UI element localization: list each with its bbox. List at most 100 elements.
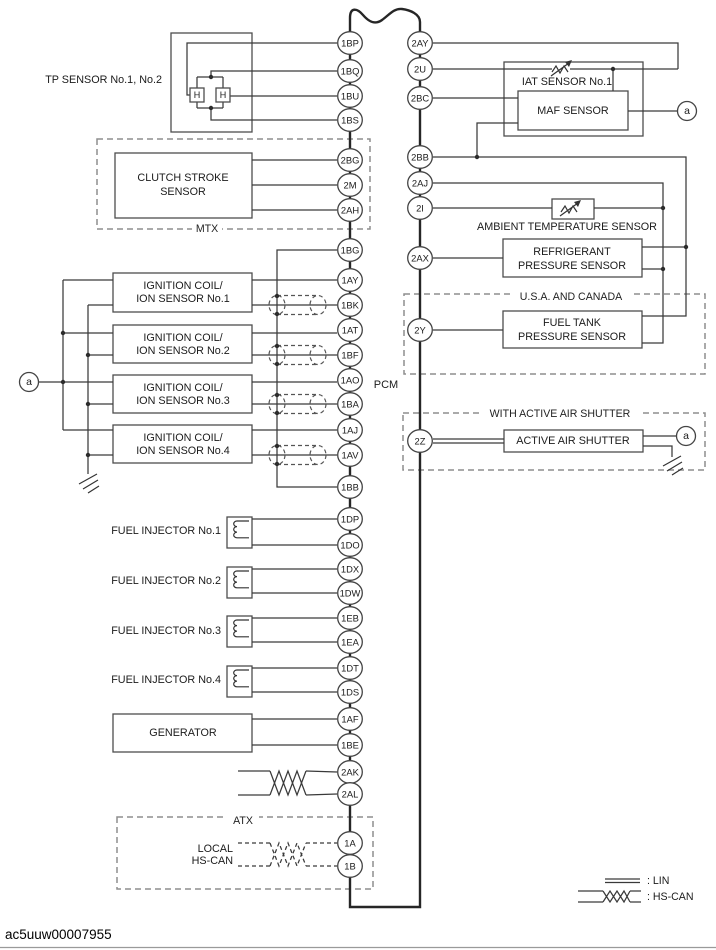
active-air-shutter-box xyxy=(503,429,644,453)
svg-text:2BG: 2BG xyxy=(341,155,360,166)
fuel-tank-label-2: PRESSURE SENSOR xyxy=(518,331,626,343)
pin-1be: 1BE xyxy=(337,733,363,757)
fuel-injector-1-label: FUEL INJECTOR No.1 xyxy=(111,525,221,537)
svg-text:1BS: 1BS xyxy=(341,115,359,126)
svg-text:1AJ: 1AJ xyxy=(342,425,358,436)
ground-icon-coils xyxy=(78,473,100,494)
svg-text:1BG: 1BG xyxy=(341,245,360,256)
legend-lin-symbol xyxy=(605,878,640,884)
shield-symbol-1bf xyxy=(268,344,327,366)
svg-text:2AX: 2AX xyxy=(411,253,429,264)
ambient-temp-thermistor-box xyxy=(551,198,595,220)
pin-2z: 2Z xyxy=(407,429,433,453)
injector-coil-icon xyxy=(233,520,249,539)
svg-text:2Y: 2Y xyxy=(414,325,426,336)
svg-text:1DT: 1DT xyxy=(341,663,359,674)
local-hs-can-label-1: LOCAL xyxy=(198,843,233,855)
pin-2aj: 2AJ xyxy=(407,171,433,195)
pin-2ak: 2AK xyxy=(337,760,363,784)
iat-thermistor-icon xyxy=(550,60,572,77)
ignition-coil-3-label-1: IGNITION COIL/ xyxy=(143,382,222,394)
legend-hs-can-symbol xyxy=(578,889,641,904)
svg-text:1BB: 1BB xyxy=(341,482,359,493)
svg-text:1A: 1A xyxy=(344,838,356,849)
fuel-injector-1-box xyxy=(226,516,253,549)
ignition-coil-3-box xyxy=(112,374,253,414)
pin-1ba: 1BA xyxy=(337,392,363,416)
refrigerant-label-2: PRESSURE SENSOR xyxy=(518,260,626,272)
pin-1dx: 1DX xyxy=(337,557,363,581)
svg-text:1DP: 1DP xyxy=(341,514,359,525)
svg-text:2U: 2U xyxy=(414,64,426,75)
pin-2bb: 2BB xyxy=(407,145,433,169)
fuel-tank-pressure-sensor-box xyxy=(502,310,643,349)
connector-a-label: a xyxy=(26,376,32,388)
right-wiring xyxy=(433,42,687,457)
pin-1bq: 1BQ xyxy=(337,59,363,83)
svg-text:1BU: 1BU xyxy=(341,91,359,102)
injector-coil-icon xyxy=(233,619,249,638)
svg-text:1AV: 1AV xyxy=(341,450,359,461)
pin-2y: 2Y xyxy=(407,318,433,342)
connector-a-label: a xyxy=(683,430,689,442)
svg-text:2I: 2I xyxy=(416,203,424,214)
pin-1av: 1AV xyxy=(337,443,363,467)
svg-text:2AY: 2AY xyxy=(411,38,429,49)
fuel-injector-2-box xyxy=(226,566,253,599)
atx-label-mask xyxy=(227,815,259,826)
pin-1b: 1B xyxy=(337,854,363,878)
mtx-group-box xyxy=(96,138,371,230)
svg-text:1B: 1B xyxy=(344,861,355,872)
svg-text:2Z: 2Z xyxy=(415,436,426,447)
svg-text:1DX: 1DX xyxy=(341,564,360,575)
svg-text:1BP: 1BP xyxy=(341,38,359,49)
fuel-injector-3-box xyxy=(226,615,253,648)
maf-sensor-label: MAF SENSOR xyxy=(537,105,609,117)
pin-1bs: 1BS xyxy=(337,108,363,132)
mtx-label-mask xyxy=(192,223,222,234)
svg-text:2AL: 2AL xyxy=(342,789,359,800)
tp-sensor-label: TP SENSOR No.1, No.2 xyxy=(45,74,162,86)
connector-a-label: a xyxy=(684,105,690,117)
svg-text:1BE: 1BE xyxy=(341,740,359,751)
pin-1bk: 1BK xyxy=(337,293,363,317)
pin-2m: 2M xyxy=(337,173,363,197)
svg-text:1AO: 1AO xyxy=(341,375,360,386)
ignition-coil-4-box xyxy=(112,424,253,464)
iat-sensor-label: IAT SENSOR No.1 xyxy=(522,76,612,88)
pin-1bu: 1BU xyxy=(337,84,363,108)
hall-element-right-box xyxy=(215,87,231,103)
ground-icon-active-air xyxy=(662,455,684,476)
pin-2i: 2I xyxy=(407,196,433,220)
fuel-injector-4-box xyxy=(226,665,253,698)
svg-text:1EA: 1EA xyxy=(341,637,359,648)
refrigerant-label-1: REFRIGERANT xyxy=(533,246,611,258)
generator-box xyxy=(112,713,253,753)
mtx-group-label: MTX xyxy=(196,223,218,235)
pcm-bus xyxy=(348,30,422,909)
svg-text:1DW: 1DW xyxy=(340,588,361,599)
pin-1eb: 1EB xyxy=(337,606,363,630)
ignition-coil-1-label-1: IGNITION COIL/ xyxy=(143,280,222,292)
active-air-shutter-group-label: WITH ACTIVE AIR SHUTTER xyxy=(490,408,631,420)
injector-coil-icon xyxy=(233,669,249,688)
junction-dots xyxy=(60,66,689,467)
hall-left-label: H xyxy=(194,90,201,100)
usa-canada-group-label: U.S.A. AND CANADA xyxy=(520,291,623,303)
svg-text:1AY: 1AY xyxy=(341,275,359,286)
pin-1bf: 1BF xyxy=(337,343,363,367)
generator-label: GENERATOR xyxy=(149,727,217,739)
fuel-tank-label-1: FUEL TANK xyxy=(543,317,602,329)
clutch-label-1: CLUTCH STROKE xyxy=(137,172,228,184)
pin-1bp: 1BP xyxy=(337,31,363,55)
shield-symbol-1ba xyxy=(268,393,327,415)
left-wiring xyxy=(39,42,337,746)
pin-1ao: 1AO xyxy=(337,368,363,392)
svg-text:1BQ: 1BQ xyxy=(341,66,360,77)
atx-group-label: ATX xyxy=(233,815,253,827)
legend: : LIN : HS-CAN xyxy=(578,875,694,904)
shielded-cable-symbols xyxy=(268,294,327,466)
connector-a-left: a xyxy=(18,371,40,393)
ignition-coil-3-label-2: ION SENSOR No.3 xyxy=(136,395,230,407)
